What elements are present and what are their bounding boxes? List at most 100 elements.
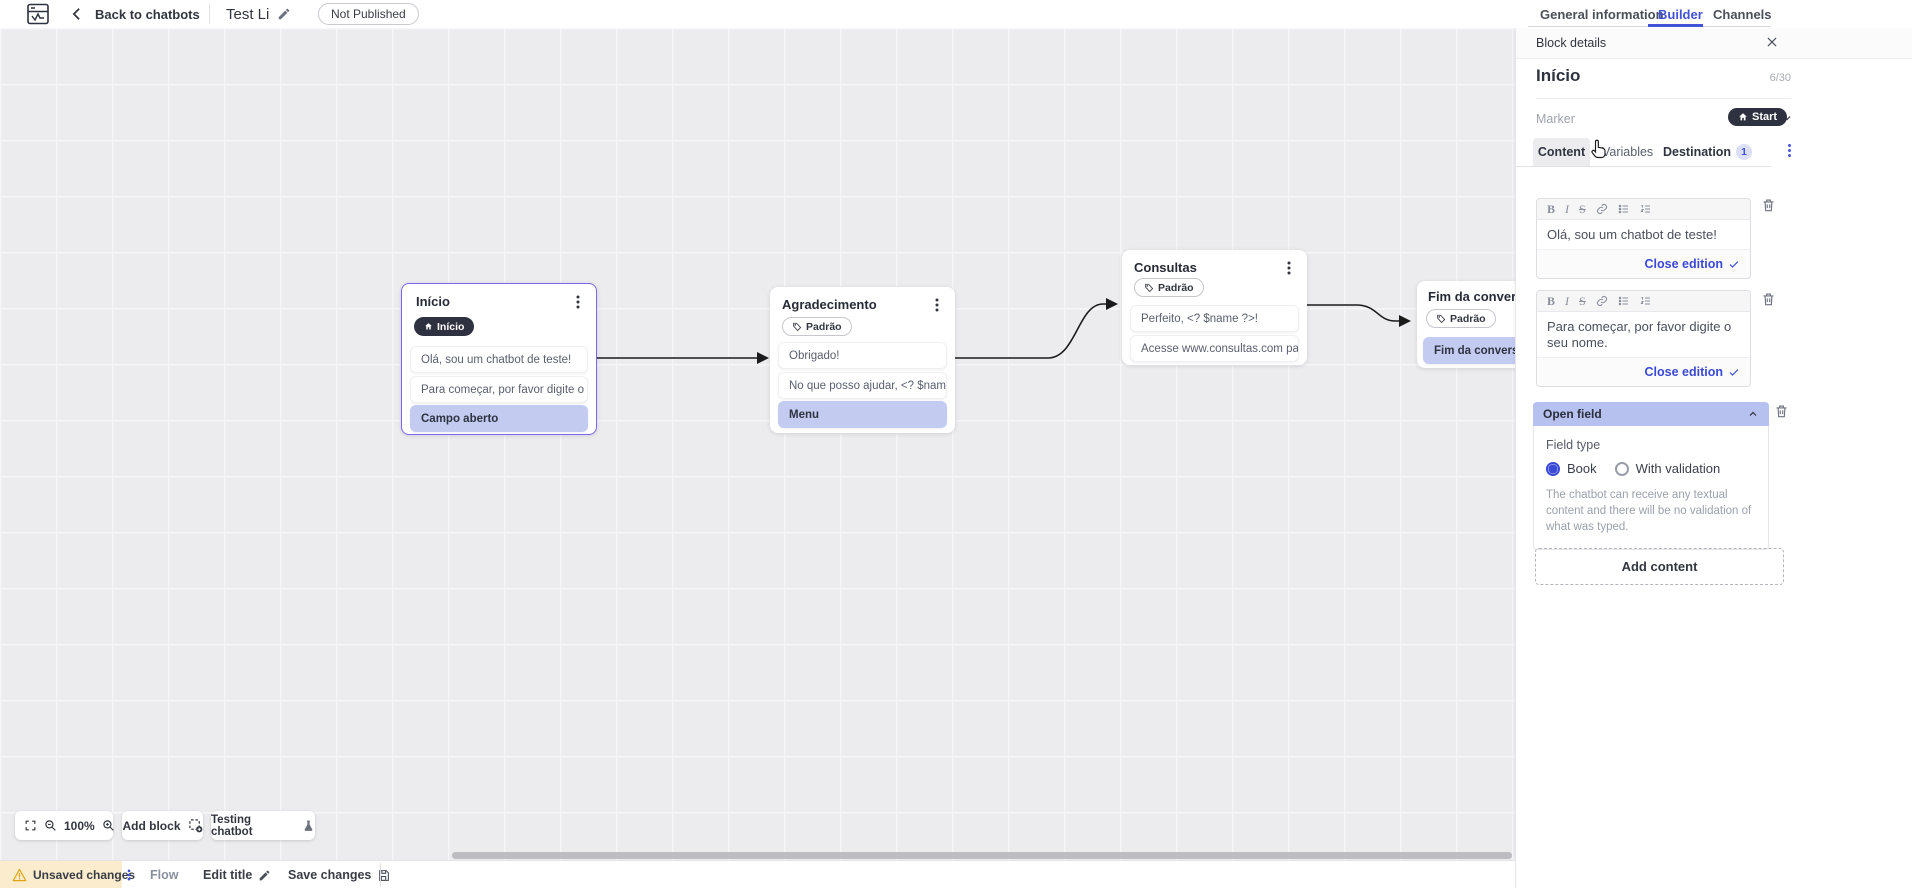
content-editor[interactable]: B I S Olá, sou um chatbot de teste! Clos… [1536,198,1751,279]
panel-tab-variables[interactable]: Variables [1602,145,1654,159]
close-edition-button[interactable]: Close edition [1644,257,1723,271]
flow-node-inicio[interactable]: Início Início Olá, sou um chatbot de tes… [401,283,597,435]
marker-select[interactable]: Start [1728,108,1788,126]
open-field-section: Open field Field type Book With validati… [1533,402,1769,550]
strikethrough-icon[interactable]: S [1579,201,1586,216]
title-underline [1536,98,1791,99]
panel-header: Block details [1516,28,1912,59]
home-icon [425,323,432,330]
radio-option-with-validation[interactable]: With validation [1614,461,1720,476]
close-edition-button[interactable]: Close edition [1644,365,1723,379]
node-title: Consultas [1134,260,1197,275]
flask-icon [302,819,315,833]
trash-icon[interactable] [1774,403,1789,419]
radio-selected-icon[interactable] [1546,461,1560,476]
editor-footer: Close edition [1537,249,1750,278]
node-menu-icon[interactable] [572,294,584,310]
trash-icon[interactable] [1761,291,1776,307]
panel-tab-content[interactable]: Content [1533,138,1590,166]
flow-node-agradecimento[interactable]: Agradecimento Padrão Obrigado! No que po… [770,287,955,433]
pencil-icon [259,870,270,880]
bullet-list-icon[interactable] [1618,295,1630,307]
unsaved-changes-indicator: Unsaved changes [0,861,135,888]
testing-chatbot-button[interactable]: Testing chatbot [211,811,315,840]
editor-text[interactable]: Para começar, por favor digite o seu nom… [1547,319,1732,350]
block-details-panel: Block details Início 6/30 Marker Start C… [1515,28,1912,888]
default-marker-pill: Padrão [1134,278,1204,297]
bold-icon[interactable]: B [1547,201,1556,216]
chatbot-title[interactable]: Test Li [226,5,270,23]
flow-node-consultas[interactable]: Consultas Padrão Perfeito, <? $name ?>! … [1122,250,1307,365]
back-chevron-icon[interactable] [72,0,81,28]
node-content-row[interactable]: Olá, sou um chatbot de teste! [410,346,588,373]
tag-icon [1145,283,1154,292]
edit-title-button[interactable]: Edit title [203,861,271,888]
publish-status-badge: Not Published [318,3,419,25]
link-icon[interactable] [1596,295,1608,307]
link-icon[interactable] [1596,203,1608,215]
panel-header-title: Block details [1536,36,1607,50]
radio-option-book[interactable]: Book [1546,461,1597,476]
node-title: Fim da conversa [1428,289,1531,304]
flow-canvas[interactable] [0,28,1515,860]
default-marker-pill: Padrão [1426,309,1496,328]
flow-menu-item[interactable]: Flow [150,868,179,882]
field-type-description: The chatbot can receive any textual cont… [1546,489,1752,533]
node-menu-icon[interactable] [931,297,943,313]
active-tab-indicator [1648,24,1703,27]
add-content-button[interactable]: Add content [1535,548,1784,585]
italic-icon[interactable]: I [1565,293,1570,308]
default-marker-pill: Padrão [782,317,852,336]
check-icon [1729,261,1739,268]
zoom-toolbar: 100% [15,811,115,840]
close-icon[interactable] [1765,35,1781,51]
fullscreen-icon[interactable] [24,819,37,832]
node-content-row[interactable]: Acesse www.consultas.com par... [1130,335,1299,362]
node-content-row[interactable]: No que posso ajudar, <? $name ... [778,372,947,399]
trash-icon[interactable] [1761,197,1776,213]
editor-text[interactable]: Olá, sou um chatbot de teste! [1547,227,1717,242]
node-content-row[interactable]: Perfeito, <? $name ?>! [1130,305,1299,332]
statusbar-menu-icon[interactable] [124,861,134,888]
tab-channels[interactable]: Channels [1713,6,1772,22]
tab-general-information[interactable]: General information [1540,6,1664,22]
numbered-list-icon[interactable] [1640,295,1652,307]
panel-tab-destination[interactable]: Destination 1 [1663,138,1753,166]
bullet-list-icon[interactable] [1618,203,1630,215]
content-editor[interactable]: B I S Para começar, por favor digite o s… [1536,290,1751,387]
zoom-in-icon[interactable] [102,819,115,832]
add-block-button[interactable]: Add block [122,811,203,840]
status-bar: Unsaved changes Flow Edit title Save cha… [0,860,1515,888]
open-field-header[interactable]: Open field [1533,402,1769,426]
bold-icon[interactable]: B [1547,293,1556,308]
edit-title-pencil-icon[interactable] [277,0,291,28]
open-field-body: Field type Book With validation The chat… [1533,426,1769,550]
canvas-horizontal-scrollbar[interactable] [452,852,1512,859]
node-content-row[interactable]: Obrigado! [778,342,947,369]
back-to-chatbots-link[interactable]: Back to chatbots [95,6,200,22]
node-open-field-row[interactable]: Campo aberto [410,405,588,432]
italic-icon[interactable]: I [1565,201,1570,216]
numbered-list-icon[interactable] [1640,203,1652,215]
radio-unselected-icon[interactable] [1614,461,1629,476]
strikethrough-icon[interactable]: S [1579,293,1586,308]
tab-builder[interactable]: Builder [1658,6,1703,22]
topbar-divider [209,4,210,24]
chevron-down-icon[interactable] [1781,112,1793,124]
destination-count-badge: 1 [1736,144,1753,160]
node-content-row[interactable]: Para começar, por favor digite o ... [410,376,588,403]
node-menu-row[interactable]: Menu [778,401,947,428]
save-changes-button[interactable]: Save changes [288,861,390,888]
statusbar-divider [380,863,381,887]
field-type-label: Field type [1546,438,1601,452]
home-icon [1739,113,1747,121]
tag-icon [1437,314,1446,323]
app-logo[interactable] [26,0,50,28]
node-menu-icon[interactable] [1283,260,1295,276]
zoom-out-icon[interactable] [44,819,57,832]
panel-menu-icon[interactable] [1784,142,1796,160]
panel-tabs-underline [1516,166,1771,167]
block-title-input[interactable]: Início [1536,66,1581,85]
node-title: Agradecimento [782,297,877,312]
